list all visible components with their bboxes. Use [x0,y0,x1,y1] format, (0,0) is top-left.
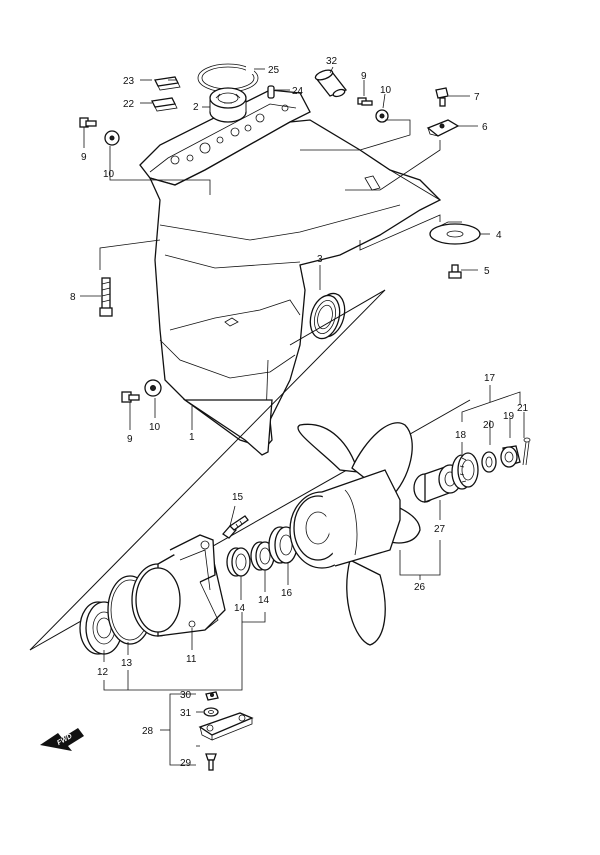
callout-3: 3 [317,254,323,265]
part-32-plug [314,69,348,98]
propeller [289,422,421,646]
part-30-nut [205,691,219,701]
callout-26: 26 [414,582,426,593]
propeller-shaft-housing [131,534,226,637]
gearcase-housing [139,89,442,456]
callout-2: 2 [193,102,199,113]
callout-6: 6 [482,122,488,133]
callout-31: 31 [180,708,192,719]
callout-1: 1 [189,432,195,443]
callout-9-lower: 9 [127,434,133,445]
callout-8: 8 [70,292,76,303]
callout-4: 4 [496,230,502,241]
part-10-grommet-lower [144,379,162,397]
callout-27: 27 [434,524,446,535]
callout-24: 24 [292,86,304,97]
callout-10-top-right: 10 [380,85,392,96]
part-18-washer [451,452,479,490]
callout-23: 23 [123,76,135,87]
part-9-bolt-top-right [357,97,373,106]
callout-14-left: 14 [234,603,246,614]
fwd-arrow-icon: FWD [40,728,84,751]
callout-30: 30 [180,690,192,701]
callout-16: 16 [281,588,293,599]
callout-10-lower: 10 [149,422,161,433]
part-31-washer [203,707,219,717]
callout-18: 18 [455,430,467,441]
part-24-pin [267,85,275,99]
callout-17: 17 [484,373,496,384]
callout-5: 5 [484,266,490,277]
part-14-seal-left [226,547,251,577]
part-21-cotter-pin [522,437,531,466]
callout-11: 11 [186,654,197,665]
callout-9-top-right: 9 [361,71,367,82]
callout-9-top-left: 9 [81,152,87,163]
part-9-bolt-top-left [79,117,97,128]
callout-28: 28 [142,726,154,737]
leader-lines [80,66,525,766]
part-4-trim-tab [429,221,481,245]
callout-labels: 1 2 3 4 5 6 7 8 9 9 9 10 10 10 11 12 13 … [70,56,529,769]
callout-21: 21 [517,403,529,414]
part-20-washer [481,451,497,473]
part-3-bearing [309,292,346,340]
part-15-bolt [222,515,249,539]
callout-19: 19 [503,411,515,422]
callout-12: 12 [97,667,109,678]
part-10-grommet-top-right [375,109,389,123]
callout-20: 20 [483,420,495,431]
callout-22: 22 [123,99,135,110]
part-29-bolt [205,753,217,771]
part-8-stud [99,277,113,317]
callout-7: 7 [474,92,480,103]
part-5-bolt [448,264,462,279]
part-10-grommet-top-left [104,130,120,146]
callout-29: 29 [180,758,192,769]
part-7-bolt [435,87,449,107]
callout-25: 25 [268,65,280,76]
part-28-anode [198,712,254,741]
callout-32: 32 [326,56,338,67]
callout-10-top-left: 10 [103,169,115,180]
callout-13: 13 [121,658,133,669]
part-23-key [154,76,181,91]
part-22-key [151,97,178,112]
callout-15: 15 [232,492,244,503]
part-19-nut [500,445,521,468]
part-2-bearing [209,87,247,123]
part-6-anode [426,119,460,137]
part-9-bolt-lower [121,391,140,403]
callout-14-right: 14 [258,595,270,606]
